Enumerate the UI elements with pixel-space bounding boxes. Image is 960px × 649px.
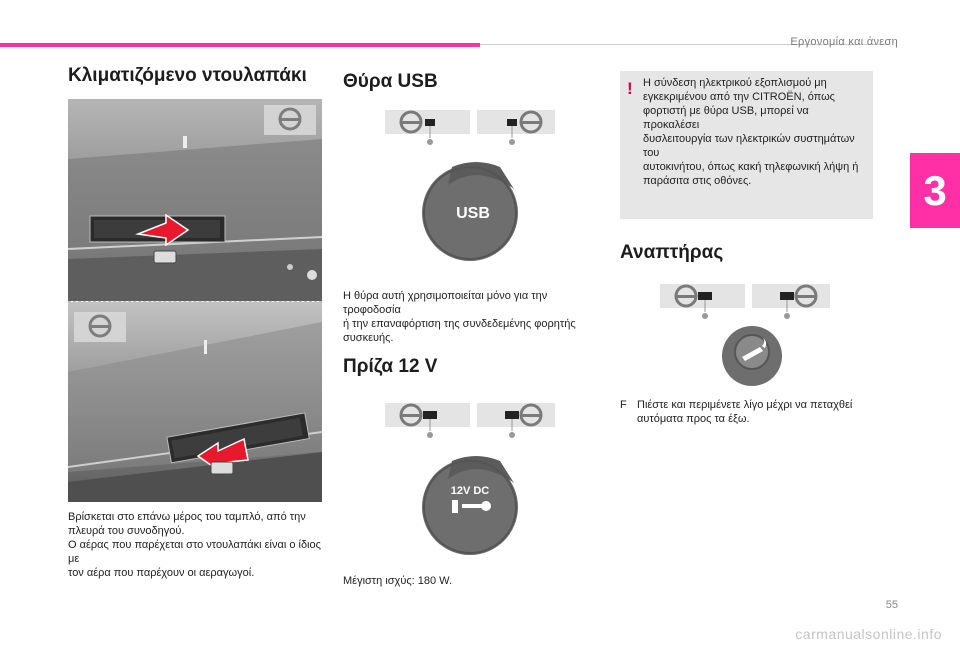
glovebox-text-line: πλευρά του συνοδηγού. <box>68 525 185 537</box>
glovebox-description: Βρίσκεται στο επάνω μέρος του ταμπλό, απ… <box>68 510 326 580</box>
lighter-title: Αναπτήρας <box>620 242 724 263</box>
usb-text-line: Η θύρα αυτή χρησιμοποιείται μόνο για την… <box>343 290 548 316</box>
steering-wheel-icon <box>794 284 818 308</box>
warning-panel <box>620 71 873 219</box>
cooled-glovebox-title: Κλιματιζόμενο ντουλαπάκι <box>68 65 307 86</box>
warning-text: Η σύνδεση ηλεκτρικού εξοπλισμού μη εγκεκ… <box>643 76 867 188</box>
usb-text-line: συσκευής. <box>343 332 394 344</box>
socket-power-text: Μέγιστη ισχύς: 180 W. <box>343 575 452 587</box>
usb-port-title: Θύρα USB <box>343 71 438 92</box>
warning-text-line: αυτοκινήτου, όπως κακή τηλεφωνική λήψη ή <box>643 161 859 173</box>
header-accent-bar <box>0 43 480 47</box>
usb-location-diagram <box>385 104 555 152</box>
glovebox-photo-top <box>68 99 322 301</box>
arrow-icon <box>135 213 190 247</box>
glovebox-text-line: τον αέρα που παρέχουν οι αεραγωγοί. <box>68 567 255 579</box>
lighter-icon <box>712 325 792 387</box>
usb-icon: USB <box>418 155 528 265</box>
socket-location-diagram <box>385 397 555 445</box>
warning-text-line: φορτιστή με θύρα USB, μπορεί να προκαλέσ… <box>643 105 809 131</box>
warning-icon: ! <box>627 79 633 98</box>
steering-wheel-icon <box>74 312 126 342</box>
steering-wheel-icon <box>674 284 698 308</box>
usb-description: Η θύρα αυτή χρησιμοποιείται μόνο για την… <box>343 289 601 345</box>
steering-wheel-icon <box>399 110 423 134</box>
chapter-tab: 3 <box>910 153 960 228</box>
page-number: 55 <box>885 599 898 611</box>
header-rule <box>480 44 890 45</box>
lighter-instructions: Πιέστε και περιμένετε λίγο μέχρι να πετα… <box>637 398 877 426</box>
usb-text-line: ή την επαναφόρτιση της συνδεδεμένης φορη… <box>343 318 576 330</box>
watermark: carmanualsonline.info <box>795 626 942 642</box>
photo-separator <box>68 301 322 303</box>
section-title: Εργονομία και άνεση <box>790 36 898 48</box>
lighter-text-line: αυτόματα προς τα έξω. <box>637 413 750 425</box>
glovebox-photo-bottom <box>68 302 322 502</box>
glovebox-text-line: Ο αέρας που παρέχεται στο ντουλαπάκι είν… <box>68 539 321 565</box>
bullet-marker: F <box>620 399 627 411</box>
warning-text-line: παράσιτα στις οθόνες. <box>643 175 752 187</box>
steering-wheel-icon <box>264 105 316 135</box>
lighter-text-line: Πιέστε και περιμένετε λίγο μέχρι να πετα… <box>637 399 853 411</box>
socket-12v-title: Πρίζα 12 V <box>343 356 438 377</box>
arrow-icon <box>196 437 249 472</box>
warning-text-line: δυσλειτουργία των ηλεκτρικών συστημάτων … <box>643 133 855 159</box>
glovebox-text-line: Βρίσκεται στο επάνω μέρος του ταμπλό, απ… <box>68 511 306 523</box>
steering-wheel-icon <box>519 403 543 427</box>
steering-wheel-icon <box>519 110 543 134</box>
socket-label: 12V DC <box>451 485 490 497</box>
plug-icon: 12V DC <box>418 447 528 559</box>
usb-label: USB <box>456 205 490 222</box>
warning-text-line: εγκεκριμένου από την CITROËN, όπως <box>643 91 835 103</box>
warning-text-line: Η σύνδεση ηλεκτρικού εξοπλισμού μη <box>643 77 827 89</box>
steering-wheel-icon <box>399 403 423 427</box>
lighter-location-diagram <box>660 278 830 326</box>
